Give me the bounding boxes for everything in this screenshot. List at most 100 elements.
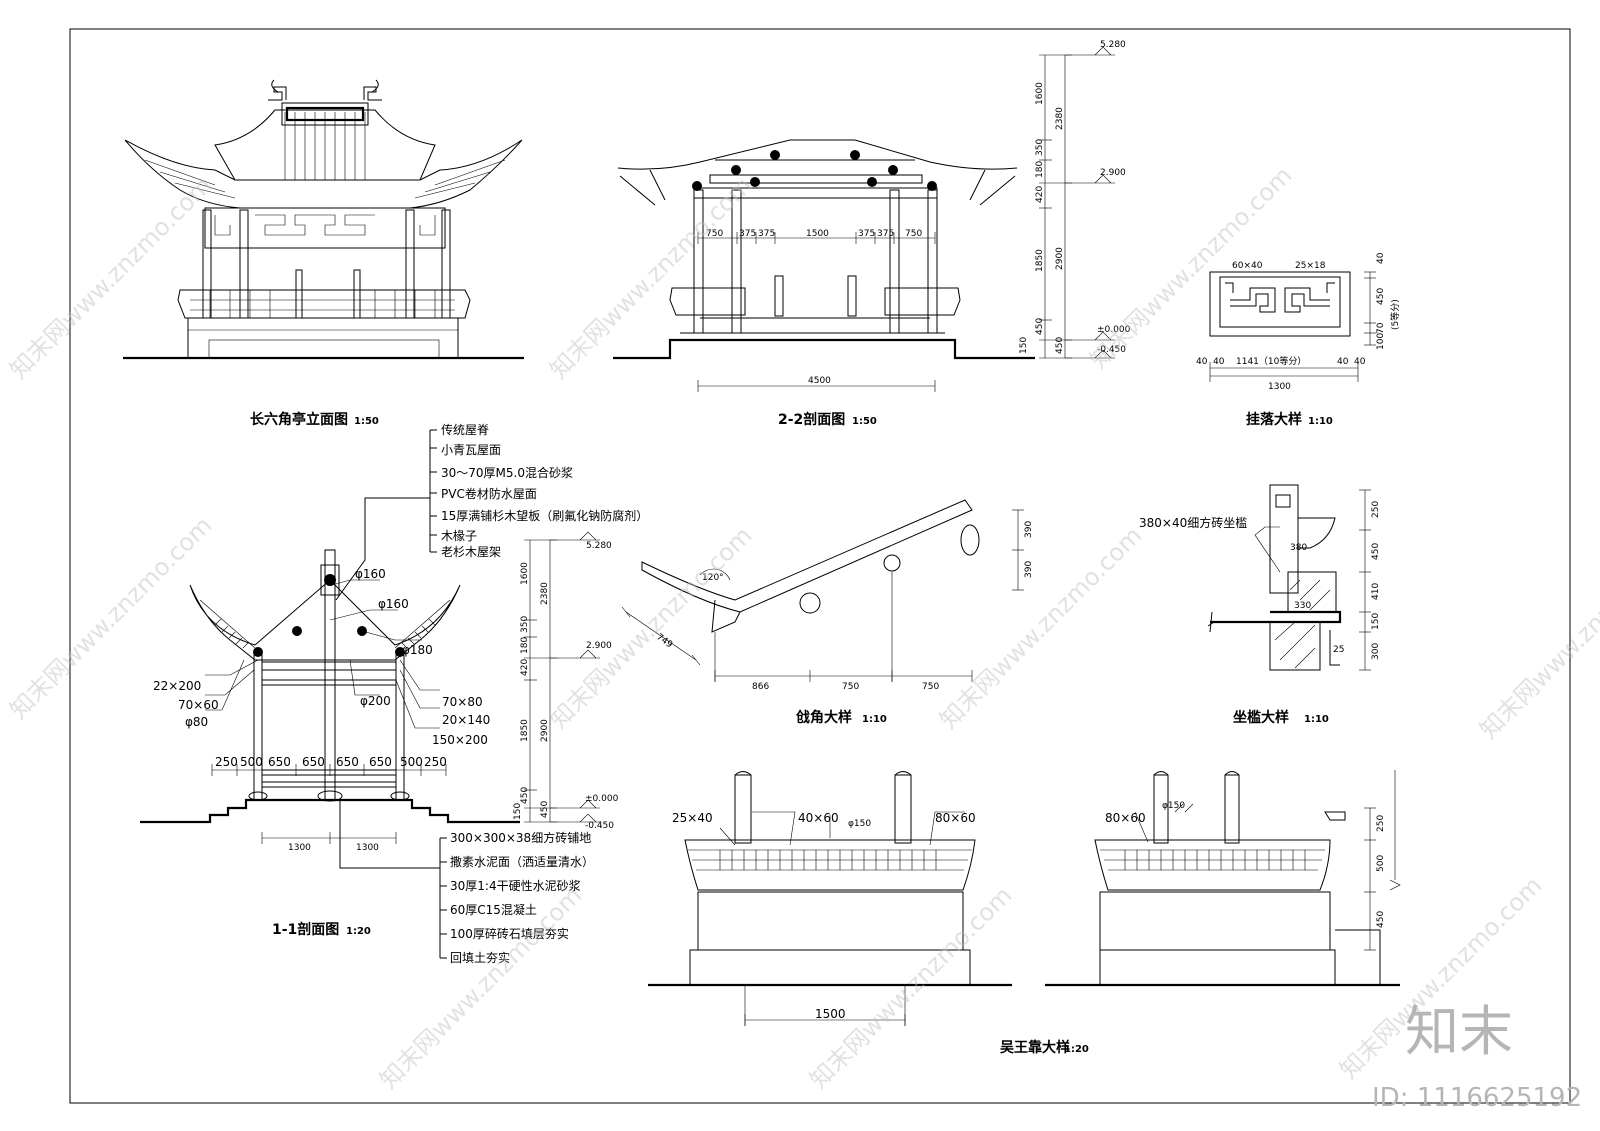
sec22-h2: 350 xyxy=(1035,139,1045,156)
sec22-h1: 1600 xyxy=(1035,82,1045,105)
section-1-1: 传统屋脊 小青瓦屋面 30～70厚M5.0混合砂浆 PVC卷材防水屋面 15厚满… xyxy=(140,422,648,965)
sec22-dim-4: 1500 xyxy=(806,229,829,239)
elevation-scale: 1:50 xyxy=(354,416,379,427)
fret-title: 挂落大样 xyxy=(1246,411,1302,428)
hanging-fret-detail: 60×40 25×18 40 40 1141（10等分） 40 40 1300 … xyxy=(1196,252,1401,392)
sec11-title: 1-1剖面图 xyxy=(272,921,339,938)
fret-rdim-2: 450 xyxy=(1376,288,1386,305)
member-label-4: φ200 xyxy=(360,694,391,708)
eave-title: 戗角大样 xyxy=(796,709,852,726)
seat-rdim-5: 300 xyxy=(1371,643,1381,660)
fret-dim-1: 40 xyxy=(1196,357,1208,367)
sec11-dim-1: 250 xyxy=(215,755,238,769)
roof-note-7: 老杉木屋架 xyxy=(441,545,501,559)
fret-rdim-4: 100 xyxy=(1376,333,1386,350)
roof-note-6: 木椽子 xyxy=(441,529,477,543)
sec22-level-4: -0.450 xyxy=(1097,345,1126,355)
bench-label-4: 80×60 xyxy=(935,811,976,825)
seat-label: 380×40细方砖坐槛 xyxy=(1139,515,1247,530)
member-label-1: φ160 xyxy=(355,567,386,581)
sec11-dim-6: 650 xyxy=(369,755,392,769)
bench-rdim-1: 250 xyxy=(1376,815,1386,832)
fret-rdim-3: 70 xyxy=(1376,322,1386,334)
watermark-9: 知末网www.znzmo.com xyxy=(804,881,1017,1094)
bench-label-2: 40×60 xyxy=(798,811,839,825)
fret-scale: 1:10 xyxy=(1308,416,1333,427)
floor-note-4: 60厚C15混凝土 xyxy=(450,902,537,917)
sec11-dim-7: 500 xyxy=(400,755,423,769)
sec22-dim-3: 375 xyxy=(758,229,775,239)
fret-label-1: 60×40 xyxy=(1232,261,1263,271)
sec22-hi1: 2380 xyxy=(1055,107,1065,130)
sec22-overall: 4500 xyxy=(808,376,831,386)
member-label-2: φ160 xyxy=(378,597,409,611)
sec22-level-3: ±0.000 xyxy=(1097,325,1131,335)
member-label-8: 70×80 xyxy=(442,695,483,709)
roof-note-2: 小青瓦屋面 xyxy=(441,443,501,457)
member-label-9: 20×140 xyxy=(442,713,490,727)
sec11-hi1: 2380 xyxy=(540,582,550,605)
sec11-dim-8: 250 xyxy=(424,755,447,769)
fret-dim-5: 40 xyxy=(1354,357,1366,367)
watermark-layer: 知末网www.znzmo.com 知末网www.znzmo.com 知末网www… xyxy=(4,161,1600,1094)
seat-rdim-3: 410 xyxy=(1371,583,1381,600)
sec22-h6: 450 xyxy=(1035,318,1045,335)
fret-dim-3: 1141（10等分） xyxy=(1236,355,1306,367)
sec11-h7: 150 xyxy=(513,803,523,820)
fret-dim-4: 40 xyxy=(1337,357,1349,367)
sec22-level-2: 2.900 xyxy=(1100,168,1126,178)
elevation-title: 长六角亭立面图 xyxy=(250,411,348,428)
bench-rdim-3: 450 xyxy=(1376,911,1386,928)
bench-scale: 1:20 xyxy=(1064,1044,1089,1055)
fret-rdim-1: 40 xyxy=(1376,252,1386,264)
watermark-logo: 知末 xyxy=(1405,1000,1513,1063)
bench-span: 1500 xyxy=(815,1007,846,1021)
roof-note-1: 传统屋脊 xyxy=(441,422,489,437)
eave-angle: 120° xyxy=(702,573,724,583)
sec11-hi3: 450 xyxy=(540,801,550,818)
watermark-2: 知末网www.znzmo.com xyxy=(544,171,757,384)
sec22-scale: 1:50 xyxy=(852,416,877,427)
pavilion-elevation xyxy=(123,79,524,360)
sec11-h4: 420 xyxy=(520,659,530,676)
sec22-h5: 1850 xyxy=(1035,249,1045,272)
floor-note-1: 300×300×38细方砖铺地 xyxy=(450,830,591,845)
sec22-dim-2: 375 xyxy=(739,229,756,239)
bench-label-3: φ150 xyxy=(848,819,871,829)
seat-inner-3: 25 xyxy=(1333,645,1344,655)
sec11-level-3: ±0.000 xyxy=(585,794,619,804)
sec11-level-4: -0.450 xyxy=(585,821,614,831)
sec11-dim-3: 650 xyxy=(268,755,291,769)
seat-scale: 1:10 xyxy=(1304,714,1329,725)
section-2-2: 750 375 375 1500 375 375 750 4500 1600 3… xyxy=(613,40,1131,392)
member-label-6: 70×60 xyxy=(178,698,219,712)
sec11-level-2: 2.900 xyxy=(586,641,612,651)
watermark-1: 知末网www.znzmo.com xyxy=(4,171,217,384)
roof-note-3: 30～70厚M5.0混合砂浆 xyxy=(441,465,573,480)
sec22-h3: 180 xyxy=(1035,161,1045,178)
seat-rdim-4: 150 xyxy=(1371,613,1381,630)
bench-label-5: 80×60 xyxy=(1105,811,1146,825)
fret-dim-2: 40 xyxy=(1213,357,1225,367)
floor-note-5: 100厚碎砖石填层夯实 xyxy=(450,926,569,941)
fret-overall: 1300 xyxy=(1268,382,1291,392)
sec11-scale: 1:20 xyxy=(346,926,371,937)
sec11-hi2: 2900 xyxy=(540,719,550,742)
sec11-dim-2: 500 xyxy=(240,755,263,769)
sec22-dim-6: 375 xyxy=(877,229,894,239)
eave-dim-1: 866 xyxy=(752,682,769,692)
watermark-7: 知末网www.znzmo.com xyxy=(1474,531,1600,744)
seat-sill-detail: 380×40细方砖坐槛 380 330 25 250 450 410 150 3… xyxy=(1139,484,1381,671)
sec11-base-2: 1300 xyxy=(356,843,379,853)
seat-title: 坐槛大样 xyxy=(1233,709,1289,726)
sec22-h4: 420 xyxy=(1035,186,1045,203)
seat-inner-2: 330 xyxy=(1294,601,1311,611)
roof-note-4: PVC卷材防水屋面 xyxy=(441,486,537,501)
floor-note-3: 30厚1:4干硬性水泥砂浆 xyxy=(450,878,581,893)
sec22-dim-7: 750 xyxy=(905,229,922,239)
bench-title: 吴王靠大样 xyxy=(1000,1039,1070,1056)
watermark-3: 知末网www.znzmo.com xyxy=(1084,161,1297,374)
member-label-7: φ80 xyxy=(185,715,208,729)
member-label-10: 150×200 xyxy=(432,733,488,747)
